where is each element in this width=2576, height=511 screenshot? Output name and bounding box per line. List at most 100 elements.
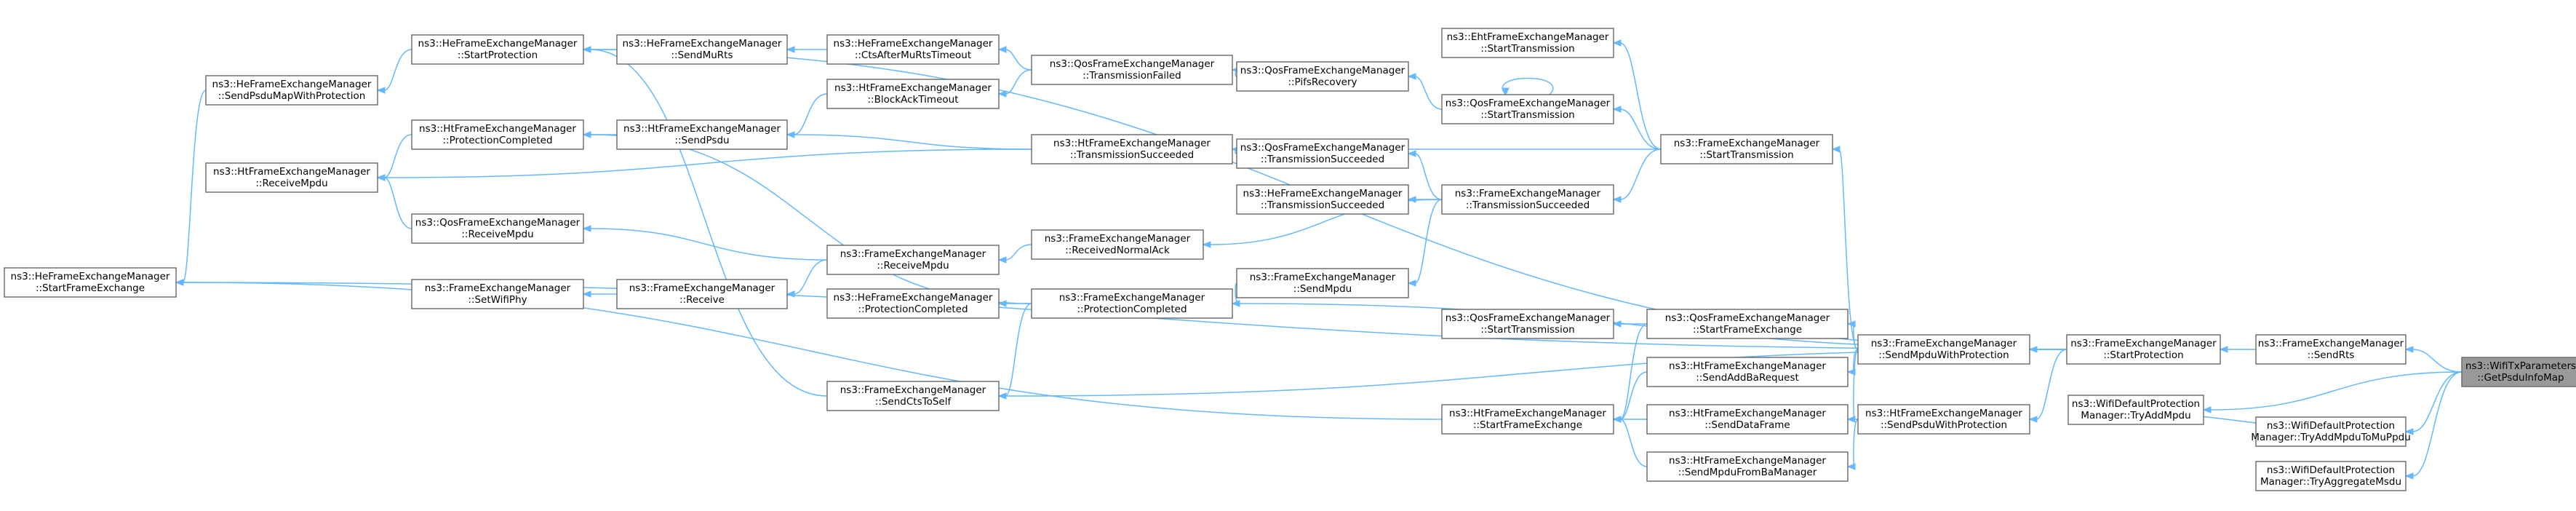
graph-node-n33[interactable]: ns3::FrameExchangeManager::Receive bbox=[616, 279, 788, 309]
graph-node-n14[interactable]: ns3::QosFrameExchangeManager::StartTrans… bbox=[1441, 94, 1614, 124]
node-label-line1: ns3::HtFrameExchangeManager bbox=[1669, 408, 1826, 419]
edge-line bbox=[2035, 349, 2067, 420]
edge-n21-to-n25 bbox=[997, 244, 1032, 264]
node-box bbox=[1236, 184, 1409, 215]
graph-node-n15[interactable]: ns3::FrameExchangeManager::TransmissionS… bbox=[1441, 184, 1614, 215]
node-label-line2: ::TransmissionSucceeded bbox=[1466, 199, 1590, 211]
edge-n8-to-n14 bbox=[1612, 106, 1662, 150]
graph-node-n26[interactable]: ns3::FrameExchangeManager::ProtectionCom… bbox=[1031, 288, 1233, 319]
node-label-line1: ns3::FrameExchangeManager bbox=[2258, 338, 2404, 349]
graph-node-n35[interactable]: ns3::HtFrameExchangeManager::ProtectionC… bbox=[411, 119, 584, 150]
node-label-line2: ::SendMpduWithProtection bbox=[1878, 349, 2009, 361]
edge-n5-to-n7 bbox=[2028, 349, 2067, 423]
graph-node-n39[interactable]: ns3::HtFrameExchangeManager::ReceiveMpdu bbox=[205, 162, 378, 193]
graph-node-n36[interactable]: ns3::QosFrameExchangeManager::ReceiveMpd… bbox=[411, 213, 584, 244]
edge-n32-to-n35 bbox=[582, 131, 618, 138]
edge-arrowhead bbox=[786, 290, 795, 298]
graph-node-n20[interactable]: ns3::HeFrameExchangeManager::Transmissio… bbox=[1236, 184, 1409, 215]
node-box bbox=[1857, 404, 2030, 435]
edge-arrowhead bbox=[1612, 39, 1622, 47]
edge-n8-to-n13 bbox=[1612, 39, 1662, 150]
graph-node-n4[interactable]: ns3::WifiDefaultProtectionManager::TryAg… bbox=[2255, 461, 2406, 491]
node-label-line1: ns3::HeFrameExchangeManager bbox=[834, 292, 993, 304]
edge-arrowhead bbox=[2404, 428, 2414, 435]
graph-node-n32[interactable]: ns3::HtFrameExchangeManager::SendPsdu bbox=[616, 119, 788, 150]
node-label-line1: ns3::EhtFrameExchangeManager bbox=[1447, 31, 1609, 43]
edge-n24-to-n39 bbox=[376, 148, 1032, 181]
graph-node-n18[interactable]: ns3::QosFrameExchangeManager::PifsRecove… bbox=[1236, 61, 1409, 92]
edge-line bbox=[1502, 77, 1554, 95]
graph-node-n8[interactable]: ns3::FrameExchangeManager::StartTransmis… bbox=[1660, 134, 1833, 165]
edge-arrowhead bbox=[582, 225, 591, 232]
graph-node-n17[interactable]: ns3::HtFrameExchangeManager::StartFrameE… bbox=[1441, 404, 1614, 435]
node-label-line2: ::SendMpdu bbox=[1293, 283, 1352, 295]
node-box bbox=[1646, 309, 1849, 339]
node-label-line1: ns3::HtFrameExchangeManager bbox=[1865, 408, 2022, 419]
edge-arrowhead bbox=[1202, 241, 1211, 248]
graph-node-n38[interactable]: ns3::HeFrameExchangeManager::SendPsduMap… bbox=[205, 75, 378, 106]
edge-n30-to-n34 bbox=[582, 46, 828, 397]
edge-n15-to-n19 bbox=[1407, 150, 1443, 200]
graph-node-n23[interactable]: ns3::QosFrameExchangeManager::Transmissi… bbox=[1031, 55, 1233, 85]
graph-node-n31[interactable]: ns3::HeFrameExchangeManager::SendMuRts bbox=[616, 34, 788, 65]
graph-node-n24[interactable]: ns3::HtFrameExchangeManager::Transmissio… bbox=[1031, 134, 1233, 165]
node-box bbox=[411, 213, 584, 244]
edge-line bbox=[1005, 49, 1032, 71]
edge-line bbox=[793, 134, 1032, 150]
node-label-line2: ::StartProtection bbox=[458, 49, 538, 61]
graph-node-n7[interactable]: ns3::HtFrameExchangeManager::SendPsduWit… bbox=[1857, 404, 2030, 435]
node-box bbox=[411, 119, 584, 150]
node-label-line2: ::SendAddBaRequest bbox=[1696, 372, 1799, 384]
edge-n26-to-n30 bbox=[997, 303, 1032, 400]
edge-arrowhead bbox=[1407, 280, 1416, 287]
graph-node-n37[interactable]: ns3::FrameExchangeManager::SetWifiPhy bbox=[411, 279, 584, 309]
edge-line bbox=[589, 134, 1032, 304]
graph-node-n27[interactable]: ns3::HeFrameExchangeManager::CtsAfterMuR… bbox=[826, 34, 1000, 65]
node-label-line1: ns3::FrameExchangeManager bbox=[1250, 272, 1396, 283]
graph-node-n3[interactable]: ns3::WifiDefaultProtectionManager::TryAd… bbox=[2251, 416, 2411, 447]
graph-node-n25[interactable]: ns3::FrameExchangeManager::ReceiveMpdu bbox=[826, 245, 1000, 275]
edge-arrowhead bbox=[2202, 406, 2212, 413]
graph-node-n12[interactable]: ns3::HtFrameExchangeManager::SendMpduFro… bbox=[1646, 451, 1849, 482]
node-label-line2: ::StartFrameExchange bbox=[36, 282, 145, 294]
node-label-line2: ::SendDataFrame bbox=[1704, 419, 1790, 431]
edge-arrowhead bbox=[1407, 73, 1416, 80]
node-label-line2: ::ReceivedNormalAck bbox=[1065, 245, 1170, 256]
graph-node-n10[interactable]: ns3::HtFrameExchangeManager::SendAddBaRe… bbox=[1646, 357, 1849, 387]
graph-node-n6[interactable]: ns3::FrameExchangeManager::SendMpduWithP… bbox=[1857, 334, 2030, 365]
node-label-line1: ns3::HtFrameExchangeManager bbox=[419, 123, 576, 135]
graph-node-n19[interactable]: ns3::QosFrameExchangeManager::Transmissi… bbox=[1236, 138, 1409, 169]
graph-node-n40[interactable]: ns3::HeFrameExchangeManager::StartFrameE… bbox=[4, 267, 177, 298]
node-label-line2: ::ReceiveMpdu bbox=[461, 229, 533, 240]
edge-n12-to-n17 bbox=[1612, 416, 1648, 467]
node-box bbox=[1236, 138, 1409, 169]
edge-n0-to-n1 bbox=[2404, 346, 2463, 373]
node-box bbox=[826, 34, 1000, 65]
edge-n6-to-n9 bbox=[1846, 320, 1859, 350]
node-label-line2: ::TransmissionFailed bbox=[1082, 70, 1181, 82]
node-label-line2: ::StartProtection bbox=[2103, 349, 2183, 361]
graph-node-n11[interactable]: ns3::HtFrameExchangeManager::SendDataFra… bbox=[1646, 404, 1849, 435]
node-label-line1: ns3::HeFrameExchangeManager bbox=[1243, 188, 1403, 199]
graph-node-n5[interactable]: ns3::FrameExchangeManager::StartProtecti… bbox=[2066, 334, 2221, 365]
graph-node-n29[interactable]: ns3::HeFrameExchangeManager::ProtectionC… bbox=[826, 288, 1000, 319]
graph-node-n1[interactable]: ns3::FrameExchangeManager::SendRts bbox=[2255, 334, 2406, 365]
node-label-line1: ns3::HtFrameExchangeManager bbox=[1053, 138, 1211, 149]
node-label-line1: ns3::HtFrameExchangeManager bbox=[1449, 408, 1606, 419]
edge-line bbox=[2412, 349, 2463, 373]
graph-node-n30[interactable]: ns3::FrameExchangeManager::SendCtsToSelf bbox=[826, 381, 1000, 411]
graph-node-n21[interactable]: ns3::FrameExchangeManager::ReceivedNorma… bbox=[1031, 229, 1204, 260]
graph-node-n16[interactable]: ns3::QosFrameExchangeManager::StartTrans… bbox=[1441, 309, 1614, 339]
graph-node-n2[interactable]: ns3::WifiDefaultProtectionManager::TryAd… bbox=[2067, 395, 2204, 425]
node-label-line2: ::SendMuRts bbox=[671, 49, 733, 61]
edge-line bbox=[1619, 371, 1648, 420]
graph-node-n34[interactable]: ns3::HeFrameExchangeManager::StartProtec… bbox=[411, 34, 584, 65]
graph-node-n9[interactable]: ns3::QosFrameExchangeManager::StartFrame… bbox=[1646, 309, 1849, 339]
graph-node-n28[interactable]: ns3::HtFrameExchangeManager::BlockAckTim… bbox=[826, 79, 1000, 109]
node-label-line1: ns3::QosFrameExchangeManager bbox=[1050, 58, 1215, 70]
edge-n35-to-n39 bbox=[376, 134, 412, 181]
graph-node-n13[interactable]: ns3::EhtFrameExchangeManager::StartTrans… bbox=[1441, 28, 1614, 58]
node-label-line1: ns3::QosFrameExchangeManager bbox=[1445, 312, 1611, 324]
graph-node-n22[interactable]: ns3::FrameExchangeManager::SendMpdu bbox=[1236, 268, 1409, 298]
edge-arrowhead bbox=[1612, 320, 1622, 328]
